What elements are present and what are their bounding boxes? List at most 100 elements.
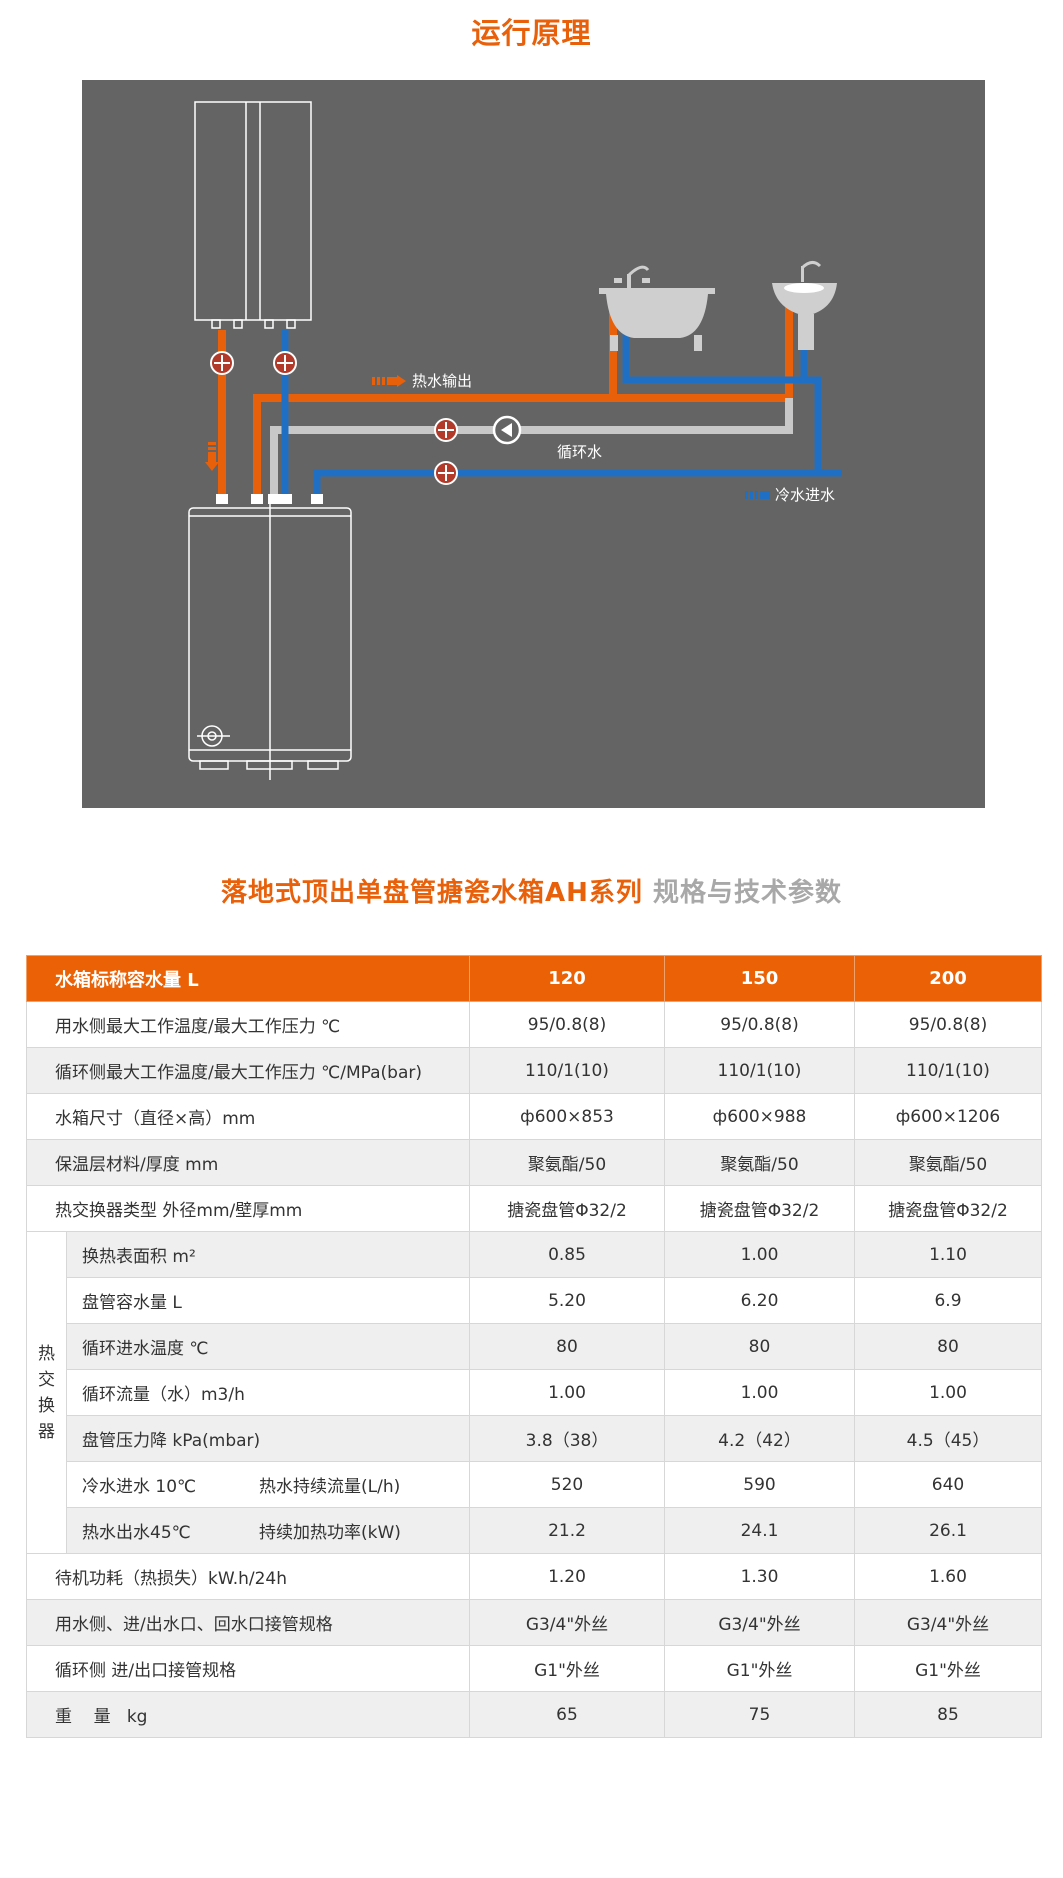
cell-value: 640 xyxy=(854,1461,1042,1508)
row-label: 热水出水45℃ 持续加热功率(kW) xyxy=(66,1507,470,1554)
table-row: 循环侧最大工作温度/最大工作压力 ℃/MPa(bar) 110/1(10) 11… xyxy=(26,1047,1042,1094)
table-row: 热交换器类型 外径mm/壁厚mm 搪瓷盘管Φ32/2 搪瓷盘管Φ32/2 搪瓷盘… xyxy=(26,1185,1042,1232)
cell-value: 110/1(10) xyxy=(664,1047,855,1094)
table-row: 冷水进水 10℃ 热水持续流量(L/h) 520 590 640 xyxy=(27,1461,1042,1508)
header-model-200: 200 xyxy=(854,955,1042,1002)
table-row: 盘管容水量 L 5.20 6.20 6.9 xyxy=(27,1277,1042,1324)
cell-value: 85 xyxy=(854,1691,1042,1738)
cell-value: 1.30 xyxy=(664,1553,855,1600)
label-cold-in: 冷水进水 xyxy=(775,486,835,504)
cell-value: 65 xyxy=(469,1691,665,1738)
cell-value: 1.00 xyxy=(469,1369,665,1416)
cold-in-arrow-icon xyxy=(745,491,770,499)
cell-value: 95/0.8(8) xyxy=(664,1001,855,1048)
table-header-row: 水箱标称容水量 L 120 150 200 xyxy=(26,955,1042,1002)
row-label: 保温层材料/厚度 mm xyxy=(26,1139,470,1186)
cell-value: 聚氨酯/50 xyxy=(664,1139,855,1186)
spec-title-sub: 规格与技术参数 xyxy=(652,878,842,908)
cell-value: 4.2（42） xyxy=(664,1415,855,1462)
cell-value: 6.20 xyxy=(664,1277,855,1324)
table-row: 用水侧、进/出水口、回水口接管规格 G3/4"外丝 G3/4"外丝 G3/4"外… xyxy=(26,1599,1042,1646)
operation-diagram: 热水输出 循环水 冷水进水 xyxy=(82,80,985,808)
spec-table: 水箱标称容水量 L 120 150 200 用水侧最大工作温度/最大工作压力 ℃… xyxy=(26,955,1042,1738)
cell-value: G1"外丝 xyxy=(854,1645,1042,1692)
row-label: 待机功耗（热损失）kW.h/24h xyxy=(26,1553,470,1600)
cell-value: 80 xyxy=(854,1323,1042,1370)
label-circulation: 循环水 xyxy=(557,443,602,461)
table-row: 水箱尺寸（直径×高）mm ф600×853 ф600×988 ф600×1206 xyxy=(26,1093,1042,1140)
table-row: 待机功耗（热损失）kW.h/24h 1.20 1.30 1.60 xyxy=(26,1553,1042,1600)
header-model-150: 150 xyxy=(664,955,855,1002)
row-label: 循环流量（水）m3/h xyxy=(66,1369,470,1416)
table-row: 循环侧 进/出口接管规格 G1"外丝 G1"外丝 G1"外丝 xyxy=(26,1645,1042,1692)
row-label: 用水侧最大工作温度/最大工作压力 ℃ xyxy=(26,1001,470,1048)
cell-value: 4.5（45） xyxy=(854,1415,1042,1462)
cell-value: 5.20 xyxy=(469,1277,665,1324)
cell-value: ф600×988 xyxy=(664,1093,855,1140)
row-label-metric: 热水持续流量(L/h) xyxy=(259,1477,401,1497)
row-label: 用水侧、进/出水口、回水口接管规格 xyxy=(26,1599,470,1646)
table-row: 循环流量（水）m3/h 1.00 1.00 1.00 xyxy=(27,1369,1042,1416)
spec-title-main: 落地式顶出单盘管搪瓷水箱AH系列 xyxy=(221,878,643,908)
heat-exchanger-group-label: 热 交 换 器 xyxy=(26,1231,67,1554)
cell-value: 110/1(10) xyxy=(854,1047,1042,1094)
cell-value: G1"外丝 xyxy=(469,1645,665,1692)
row-label: 循环侧 进/出口接管规格 xyxy=(26,1645,470,1692)
cell-value: 80 xyxy=(664,1323,855,1370)
row-label-condition: 冷水进水 10℃ xyxy=(82,1477,197,1497)
cell-value: 3.8（38） xyxy=(469,1415,665,1462)
water-tank xyxy=(188,495,352,780)
table-row: 热水出水45℃ 持续加热功率(kW) 21.2 24.1 26.1 xyxy=(27,1507,1042,1554)
washbasin-icon xyxy=(772,261,837,350)
cell-value: 110/1(10) xyxy=(469,1047,665,1094)
header-model-120: 120 xyxy=(469,955,665,1002)
cell-value: 590 xyxy=(664,1461,855,1508)
cell-value: G3/4"外丝 xyxy=(664,1599,855,1646)
hot-out-arrow-icon xyxy=(372,375,406,387)
cell-value: 75 xyxy=(664,1691,855,1738)
cell-value: 1.20 xyxy=(469,1553,665,1600)
row-label: 盘管容水量 L xyxy=(66,1277,470,1324)
cell-value: 1.00 xyxy=(664,1369,855,1416)
cell-value: 95/0.8(8) xyxy=(854,1001,1042,1048)
cell-value: 聚氨酯/50 xyxy=(469,1139,665,1186)
cell-value: G1"外丝 xyxy=(664,1645,855,1692)
cell-value: 搪瓷盘管Φ32/2 xyxy=(469,1185,665,1232)
table-row: 盘管压力降 kPa(mbar) 3.8（38） 4.2（42） 4.5（45） xyxy=(27,1415,1042,1462)
cell-value: 0.85 xyxy=(469,1231,665,1278)
cell-value: 搪瓷盘管Φ32/2 xyxy=(664,1185,855,1232)
row-label: 盘管压力降 kPa(mbar) xyxy=(66,1415,470,1462)
table-row: 保温层材料/厚度 mm 聚氨酯/50 聚氨酯/50 聚氨酯/50 xyxy=(26,1139,1042,1186)
bathtub-icon xyxy=(599,265,715,351)
row-label: 冷水进水 10℃ 热水持续流量(L/h) xyxy=(66,1461,470,1508)
row-label: 重 量 kg xyxy=(26,1691,470,1738)
row-label: 热交换器类型 外径mm/壁厚mm xyxy=(26,1185,470,1232)
row-label: 水箱尺寸（直径×高）mm xyxy=(26,1093,470,1140)
cell-value: ф600×853 xyxy=(469,1093,665,1140)
cell-value: 80 xyxy=(469,1323,665,1370)
row-label: 循环进水温度 ℃ xyxy=(66,1323,470,1370)
circulation-pipes xyxy=(270,398,793,502)
boiler-unit xyxy=(194,101,312,329)
label-hot-out: 热水输出 xyxy=(412,372,472,390)
row-label: 换热表面积 m² xyxy=(66,1231,470,1278)
spec-title: 落地式顶出单盘管搪瓷水箱AH系列 规格与技术参数 xyxy=(0,872,1063,909)
cell-value: 21.2 xyxy=(469,1507,665,1554)
cell-value: 6.9 xyxy=(854,1277,1042,1324)
cell-value: 1.10 xyxy=(854,1231,1042,1278)
down-arrow-icon xyxy=(205,442,219,471)
row-label-condition: 热水出水45℃ xyxy=(82,1523,191,1543)
table-row: 循环进水温度 ℃ 80 80 80 xyxy=(27,1323,1042,1370)
cell-value: ф600×1206 xyxy=(854,1093,1042,1140)
row-label-metric: 持续加热功率(kW) xyxy=(259,1523,401,1543)
header-capacity: 水箱标称容水量 L xyxy=(26,955,470,1002)
cell-value: 26.1 xyxy=(854,1507,1042,1554)
cell-value: 1.00 xyxy=(664,1231,855,1278)
cell-value: G3/4"外丝 xyxy=(469,1599,665,1646)
cell-value: 95/0.8(8) xyxy=(469,1001,665,1048)
table-row: 用水侧最大工作温度/最大工作压力 ℃ 95/0.8(8) 95/0.8(8) 9… xyxy=(26,1001,1042,1048)
cell-value: 聚氨酯/50 xyxy=(854,1139,1042,1186)
valve-icons xyxy=(210,351,458,485)
tank-fittings xyxy=(216,494,323,504)
cell-value: 搪瓷盘管Φ32/2 xyxy=(854,1185,1042,1232)
